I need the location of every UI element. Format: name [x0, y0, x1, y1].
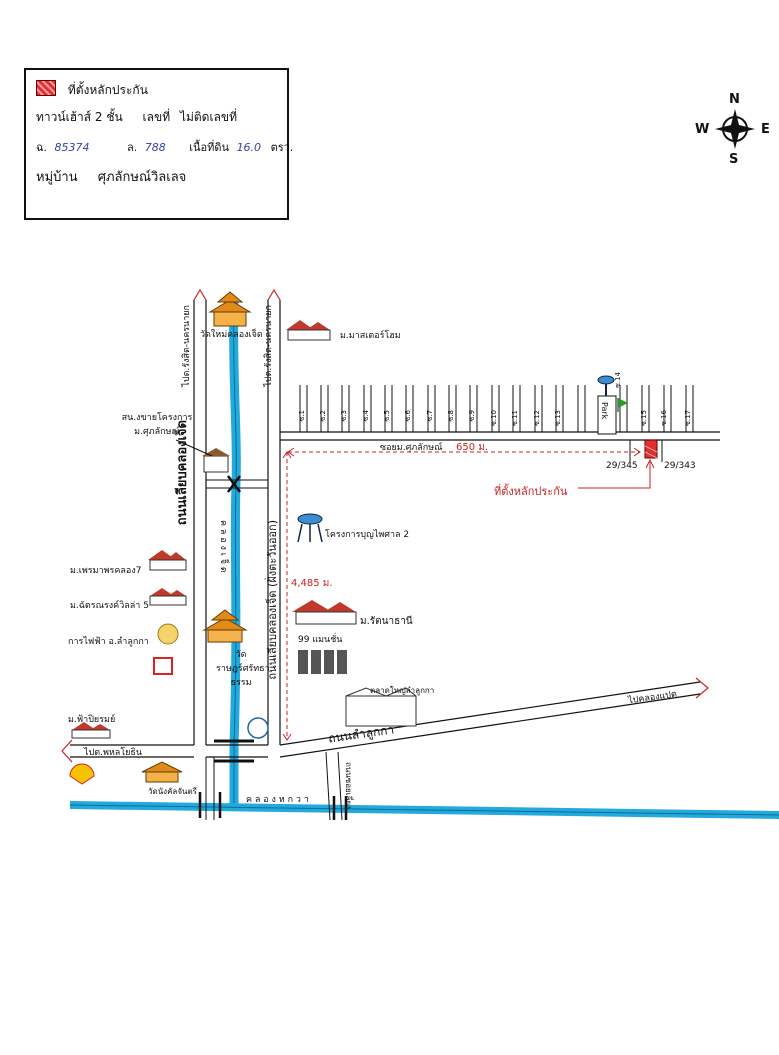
house-right-label: 29/343 [664, 461, 696, 471]
lane-label: ซ.3 [340, 410, 348, 422]
canal-6-label: ค ล อ ง ห ก ว า [246, 795, 309, 805]
lane-label: ซ.10 [490, 410, 498, 426]
number-value: ไม่ติดเลขที่ [179, 110, 238, 124]
right-direction-label: ไปต.รังสิต-นครนายก [264, 305, 274, 387]
land-label: ล. [127, 141, 138, 154]
legend-title: ที่ตั้งหลักประกัน [67, 83, 148, 97]
house-master-icon [286, 320, 331, 341]
lane-label: ซ.14 [614, 372, 622, 388]
property-type: ทาวน์เฮ้าส์ 2 ชั้น [36, 110, 123, 124]
lane-label: ซ.2 [319, 410, 327, 422]
mu-master-label: ม.มาสเตอร์โฮม [340, 331, 401, 341]
compass-e: E [761, 122, 770, 137]
lane-label: ซ.16 [660, 410, 668, 426]
deed-label: ฉ. [36, 141, 47, 154]
wat-top-label: วัดใหม่คลองเจ็ด [200, 330, 263, 340]
deed-row: ฉ. 85374 ล. 788 เนื้อที่ดิน 16.0 ตรว. [36, 138, 293, 156]
chatchoeng-label: ม.ฉัตรณรงค์วิลล่า 5 [70, 601, 149, 611]
temple-mid-icon [202, 609, 248, 643]
phrommapon-label: ม.เพรมาพรคลอง7 [70, 566, 142, 576]
house-phrommapon-icon [148, 550, 187, 571]
collateral-swatch-icon [36, 80, 56, 96]
house-left-label: 29/345 [606, 461, 638, 471]
area-value: 16.0 [236, 141, 262, 154]
village-value: ศุภลักษณ์วิลเลจ [97, 170, 187, 185]
water-tower-icon [297, 513, 323, 525]
temple-top-icon [208, 291, 252, 327]
canal-7-label: ค ล อ ง เ จ็ ด [218, 520, 228, 573]
legend-title-row: ที่ตั้งหลักประกัน [36, 80, 148, 100]
lane-label: ซ.15 [640, 410, 648, 426]
shell-logo [69, 763, 95, 785]
lane-label: ซ.6 [404, 410, 412, 422]
district-seal [247, 717, 269, 739]
lane-label: ซ.1 [298, 410, 306, 422]
lane-label: ซ.11 [511, 410, 519, 426]
to-pholyothin-label: ไปต.พหลโยธิน [84, 748, 143, 758]
fipiya-label: ม.ฟ้าปิยรมย์ [68, 715, 116, 725]
electricity-logo [157, 623, 179, 645]
compass-rose-icon: N S E W [695, 92, 775, 172]
lane-label: ซ.8 [447, 410, 455, 422]
house-chatchoeng-icon [149, 588, 187, 606]
temple-bottom-icon [141, 761, 183, 783]
wat-mid-label: วัดราษฎร์ศรัทธาธรรม [216, 650, 270, 688]
mansion-label: 99 แมนชั่น [298, 635, 343, 645]
collateral-info-box: ที่ตั้งหลักประกัน ทาวน์เฮ้าส์ 2 ชั้น เลข… [24, 68, 293, 220]
sales-office-icon [203, 455, 229, 473]
left-direction-label: ไปต.รังสิต-นครนายก [182, 305, 192, 387]
market-icon [345, 687, 417, 727]
type-row: ทาวน์เฮ้าส์ 2 ชั้น เลขที่ ไม่ติดเลขที่ [36, 108, 237, 127]
market-label: ตลาดใหญ่ลำลูกกา [370, 686, 435, 695]
lane-label: ซ.13 [554, 410, 562, 426]
compass-w: W [695, 122, 710, 137]
park-label: Park [600, 402, 609, 420]
station-logo [153, 657, 173, 675]
lane-label: ซ.17 [684, 410, 692, 426]
lane-label: ซ.7 [426, 410, 434, 422]
lane-label: ซ.5 [383, 410, 391, 422]
soi-distance: 650 ม. [456, 442, 489, 453]
area-unit: ตรว. [270, 141, 294, 154]
lane-label: ซ.12 [533, 410, 541, 426]
right-road-label: ถนนเลียบคลองเจ็ด (ฝั่งตะวันออก) [266, 520, 279, 680]
electricity-label: การไฟฟ้า อ.ลำลูกกา [68, 637, 149, 647]
main-distance: 4,485 ม. [291, 578, 333, 589]
deed-value: 85374 [54, 141, 90, 154]
village-label: หมู่บ้าน [36, 170, 78, 185]
area-label: เนื้อที่ดิน [189, 141, 230, 154]
village-row: หมู่บ้าน ศุภลักษณ์วิลเลจ [36, 166, 186, 187]
lane-label: ซ.4 [362, 410, 370, 422]
wat-bottom-label: วัดนังคัลจันตรี [148, 787, 197, 796]
land-value: 788 [144, 141, 166, 154]
compass-s: S [729, 152, 739, 167]
soi-label: ซอยม.ศุภลักษณ์ [380, 443, 443, 453]
compass-n: N [729, 92, 740, 107]
small-road-label: ถนนซอยเลี่ยง [344, 762, 353, 809]
sales-office-label: สน.งขายโครงการ ม.ศุภลักษณ์ [121, 413, 193, 437]
house-rattana-icon [292, 600, 357, 625]
bunphaiphan-label: โครงการบุญไพศาล 2 [325, 530, 410, 540]
house-fipiya-icon [71, 722, 111, 739]
lane-label: ซ.9 [468, 410, 476, 422]
mansion-icon [298, 650, 347, 674]
collateral-pointer-label: ที่ตั้งหลักประกัน [494, 485, 568, 498]
rattana-label: ม.รัตนาธานี [360, 616, 413, 627]
number-label: เลขที่ [142, 110, 171, 124]
